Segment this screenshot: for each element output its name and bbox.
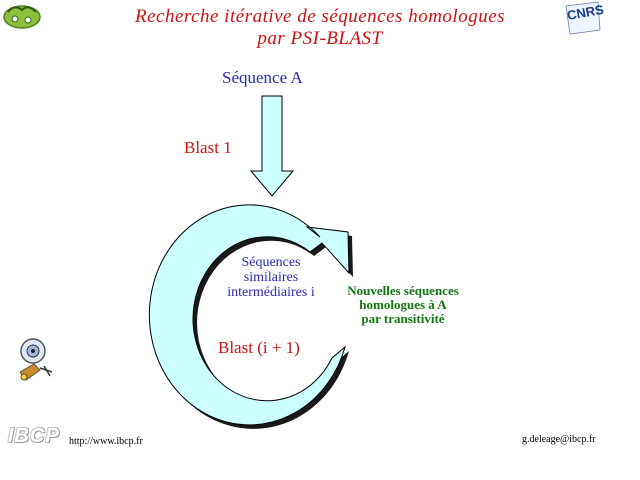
blast-i-label: Blast (i + 1)	[218, 338, 300, 357]
similar-line-2: similaires	[243, 270, 299, 285]
title-line-2: par PSI-BLAST	[257, 28, 383, 49]
cycle-arrow	[148, 204, 350, 426]
new-line-3: par transitivité	[361, 311, 445, 326]
cnrs-logo-text: CNRS	[566, 2, 605, 23]
cell-logo-icon	[3, 5, 41, 29]
blast-1-label: Blast 1	[184, 138, 232, 157]
bio-tools-icon	[19, 338, 53, 381]
new-line-2: homologues à A	[359, 297, 447, 312]
ibcp-logo: IBCP	[8, 425, 60, 447]
blast1-arrow	[249, 95, 295, 197]
sequence-a-label: Séquence A	[222, 68, 303, 87]
similar-line-1: Séquences	[241, 255, 301, 270]
cnrs-logo-icon: CNRS	[565, 1, 605, 35]
footer-url[interactable]: http://www.ibcp.fr	[69, 436, 143, 447]
title-line-1: Recherche itérative de séquences homolog…	[134, 6, 506, 27]
new-line-1: Nouvelles séquences	[347, 283, 459, 298]
footer-email[interactable]: g.deleage@ibcp.fr	[522, 434, 596, 445]
page-title: Recherche itérative de séquences homolog…	[0, 6, 640, 50]
similar-sequences-label: Séquences similaires intermédiaires i	[218, 255, 324, 300]
similar-line-3: intermédiaires i	[227, 285, 315, 300]
new-sequences-label: Nouvelles séquences homologues à A par t…	[333, 284, 473, 326]
